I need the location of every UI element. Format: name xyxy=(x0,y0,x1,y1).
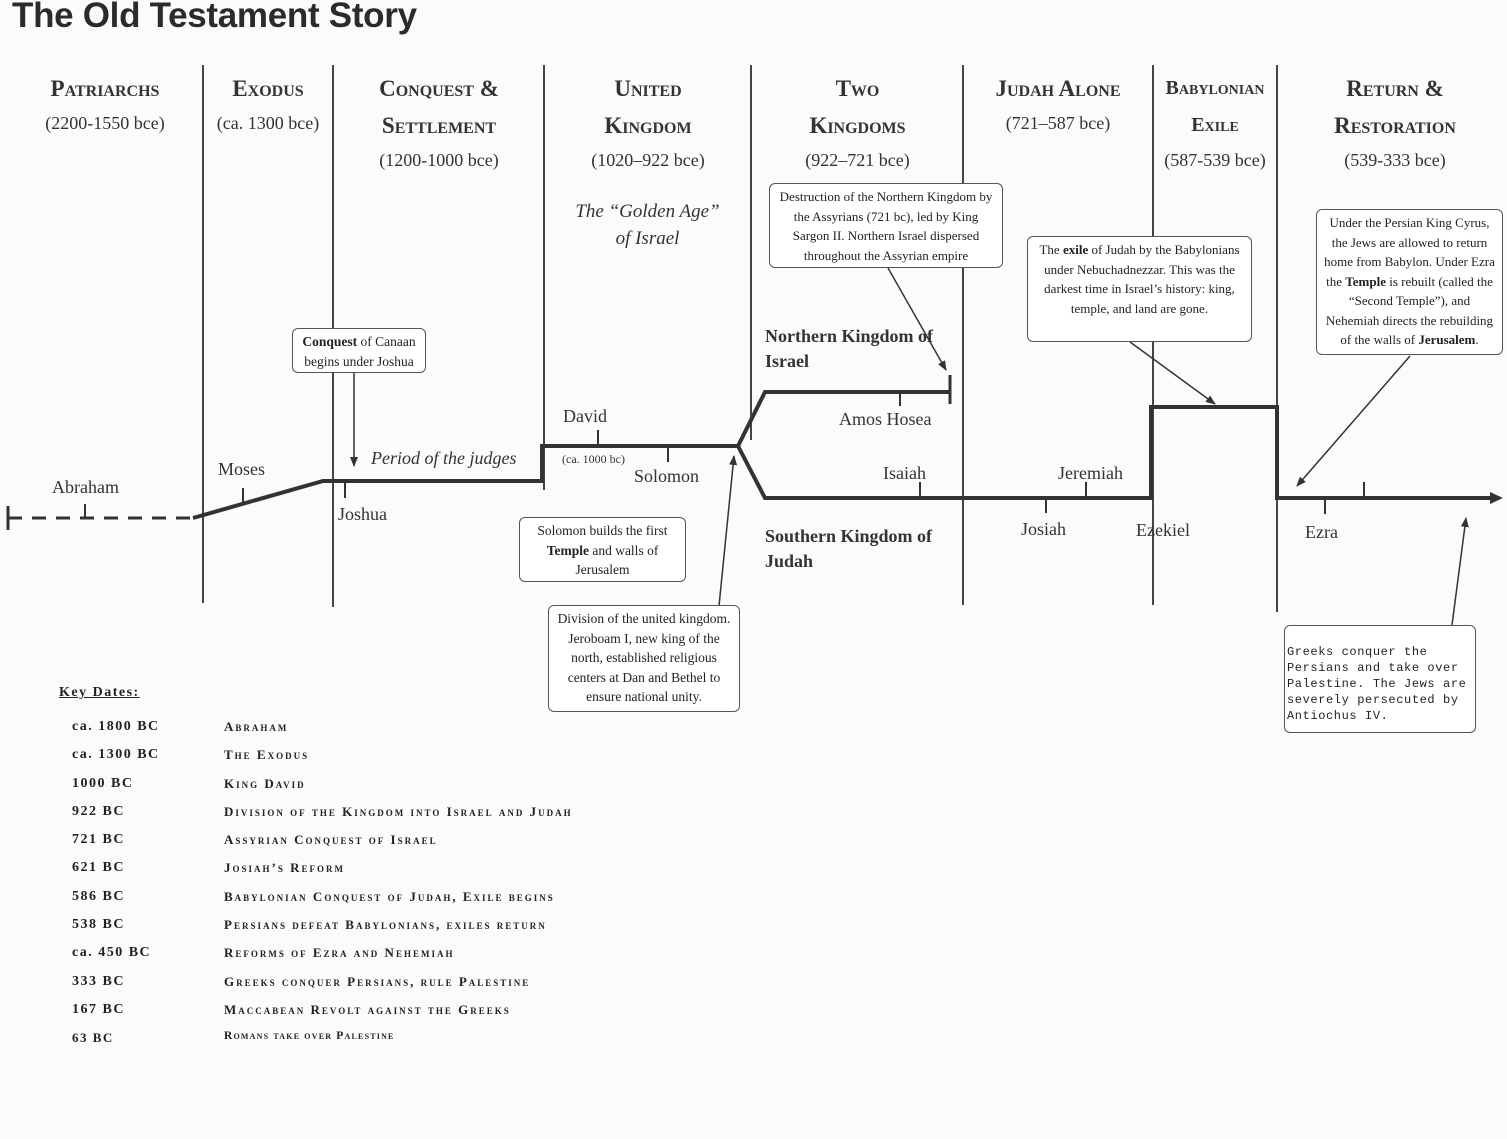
period-patriarchs: Patriarchs (2200-1550 bce) xyxy=(20,70,190,139)
callout-text: Under the Persian King Cyrus, the Jews a… xyxy=(1324,215,1495,289)
period-name: Two Kingdoms xyxy=(809,76,906,138)
key-event: Reforms of Ezra and Nehemiah xyxy=(224,945,455,961)
label-ezekiel: Ezekiel xyxy=(1136,520,1190,540)
callout-division: Division of the united kingdom. Jeroboam… xyxy=(548,605,740,712)
callout-text: Solomon builds the first xyxy=(537,523,668,538)
key-date: 621 BC xyxy=(72,860,125,876)
key-date: 167 BC xyxy=(72,1001,125,1017)
period-conquest: Conquest & Settlement (1200-1000 bce) xyxy=(350,70,528,176)
callout-text: is rebuilt (called the “Second Temple”),… xyxy=(1325,273,1494,348)
period-exodus: Exodus (ca. 1300 bce) xyxy=(205,70,331,139)
key-event: King David xyxy=(224,775,306,791)
callout-text: . xyxy=(1475,332,1479,347)
callout-bold: exile xyxy=(1062,242,1089,257)
label-moses: Moses xyxy=(218,459,266,479)
period-dates: (587-539 bce) xyxy=(1164,150,1266,170)
label-ca-1000: (ca. 1000 bc) xyxy=(562,452,625,466)
key-event: Babylonian Conquest of Judah, Exile begi… xyxy=(224,888,555,904)
period-dates: (539-333 bce) xyxy=(1344,150,1446,170)
key-dates-title: Key Dates: xyxy=(59,685,140,700)
callout-text: of Canaan begins under Joshua xyxy=(304,334,416,369)
callout-bold: Jerusalem xyxy=(1418,332,1476,347)
key-event: Greeks conquer Persians, rule Palestine xyxy=(224,973,531,989)
period-judah-alone: Judah Alone (721–587 bce) xyxy=(966,70,1150,139)
period-name: Conquest & Settlement xyxy=(379,76,499,138)
period-name: Babylonian Exile xyxy=(1165,77,1265,136)
key-date: 721 BC xyxy=(72,832,125,848)
period-name: Return & Restoration xyxy=(1334,76,1456,138)
key-event: Josiah’s Reform xyxy=(224,860,345,876)
period-name: Patriarchs xyxy=(50,76,160,101)
period-united-kingdom: United Kingdom (1020–922 bce) xyxy=(573,70,723,176)
callout-persian: Under the Persian King Cyrus, the Jews a… xyxy=(1316,209,1503,355)
callout-conquest: Conquest of Canaan begins under Joshua xyxy=(292,328,426,373)
callout-solomon-temple: Solomon builds the first Temple and wall… xyxy=(519,517,686,582)
key-date: ca. 450 BC xyxy=(72,945,152,961)
key-event: Maccabean Revolt against the Greeks xyxy=(224,1001,511,1017)
label-period-of-judges: Period of the judges xyxy=(371,448,517,468)
key-date: 922 BC xyxy=(72,803,125,819)
callout-text: The xyxy=(1039,242,1063,257)
period-babylonian-exile: Babylonian Exile (587-539 bce) xyxy=(1155,70,1275,176)
key-date: ca. 1300 BC xyxy=(72,747,160,763)
label-joshua: Joshua xyxy=(338,504,387,524)
key-event: Assyrian Conquest of Israel xyxy=(224,832,438,848)
label-isaiah: Isaiah xyxy=(883,463,926,483)
page-title: The Old Testament Story xyxy=(12,0,417,35)
callout-exile: The exile of Judah by the Babylonians un… xyxy=(1027,236,1252,342)
key-date: ca. 1800 BC xyxy=(72,719,160,734)
main-timeline xyxy=(192,390,950,520)
period-dates: (ca. 1300 bce) xyxy=(216,113,320,133)
label-northern-kingdom: Northern Kingdom of Israel xyxy=(765,326,933,371)
label-abraham: Abraham xyxy=(52,477,119,497)
period-dates: (1020–922 bce) xyxy=(591,150,705,170)
callout-bold: Temple xyxy=(546,542,589,558)
key-event: Romans take over Palestine xyxy=(224,1030,395,1043)
period-return-restoration: Return & Restoration (539-333 bce) xyxy=(1305,70,1485,176)
callout-greeks: Greeks conquer the Persians and take ove… xyxy=(1284,625,1476,733)
label-southern-kingdom: Southern Kingdom of Judah xyxy=(765,526,933,571)
period-dates: (1200-1000 bce) xyxy=(379,150,499,170)
period-name: Exodus xyxy=(232,76,304,101)
judah-timeline xyxy=(736,405,1495,500)
callout-destruction: Destruction of the Northern Kingdom by t… xyxy=(769,183,1003,268)
callout-bold: Temple xyxy=(1345,273,1386,289)
label-ezra: Ezra xyxy=(1305,522,1338,542)
label-jeremiah: Jeremiah xyxy=(1058,463,1123,483)
label-david: David xyxy=(563,406,607,426)
period-dates: (922–721 bce) xyxy=(805,150,910,170)
period-dates: (2200-1550 bce) xyxy=(45,113,165,133)
golden-age-note: The “Golden Age” of Israel xyxy=(575,201,720,249)
label-solomon: Solomon xyxy=(634,466,700,486)
key-event: Abraham xyxy=(224,719,289,734)
label-josiah: Josiah xyxy=(1021,519,1066,539)
period-name: United Kingdom xyxy=(604,76,692,138)
key-date: 586 BC xyxy=(72,888,125,904)
period-two-kingdoms: Two Kingdoms (922–721 bce) xyxy=(785,70,930,176)
label-amos-hosea: Amos Hosea xyxy=(839,409,932,429)
key-date: 1000 BC xyxy=(72,775,134,791)
key-event: Division of the Kingdom into Israel and … xyxy=(224,803,573,819)
period-dates: (721–587 bce) xyxy=(1005,113,1111,133)
key-date: 63 BC xyxy=(72,1030,114,1046)
key-event: The Exodus xyxy=(224,747,310,763)
period-name: Judah Alone xyxy=(995,76,1121,101)
key-date: 538 BC xyxy=(72,917,125,933)
callout-bold: Conquest xyxy=(302,334,358,349)
key-date: 333 BC xyxy=(72,973,125,989)
callout-text: of Judah by the Babylonians under Nebuch… xyxy=(1044,242,1240,316)
key-event: Persians defeat Babylonians, exiles retu… xyxy=(224,917,547,933)
callout-text: and walls of Jerusalem xyxy=(575,542,659,578)
